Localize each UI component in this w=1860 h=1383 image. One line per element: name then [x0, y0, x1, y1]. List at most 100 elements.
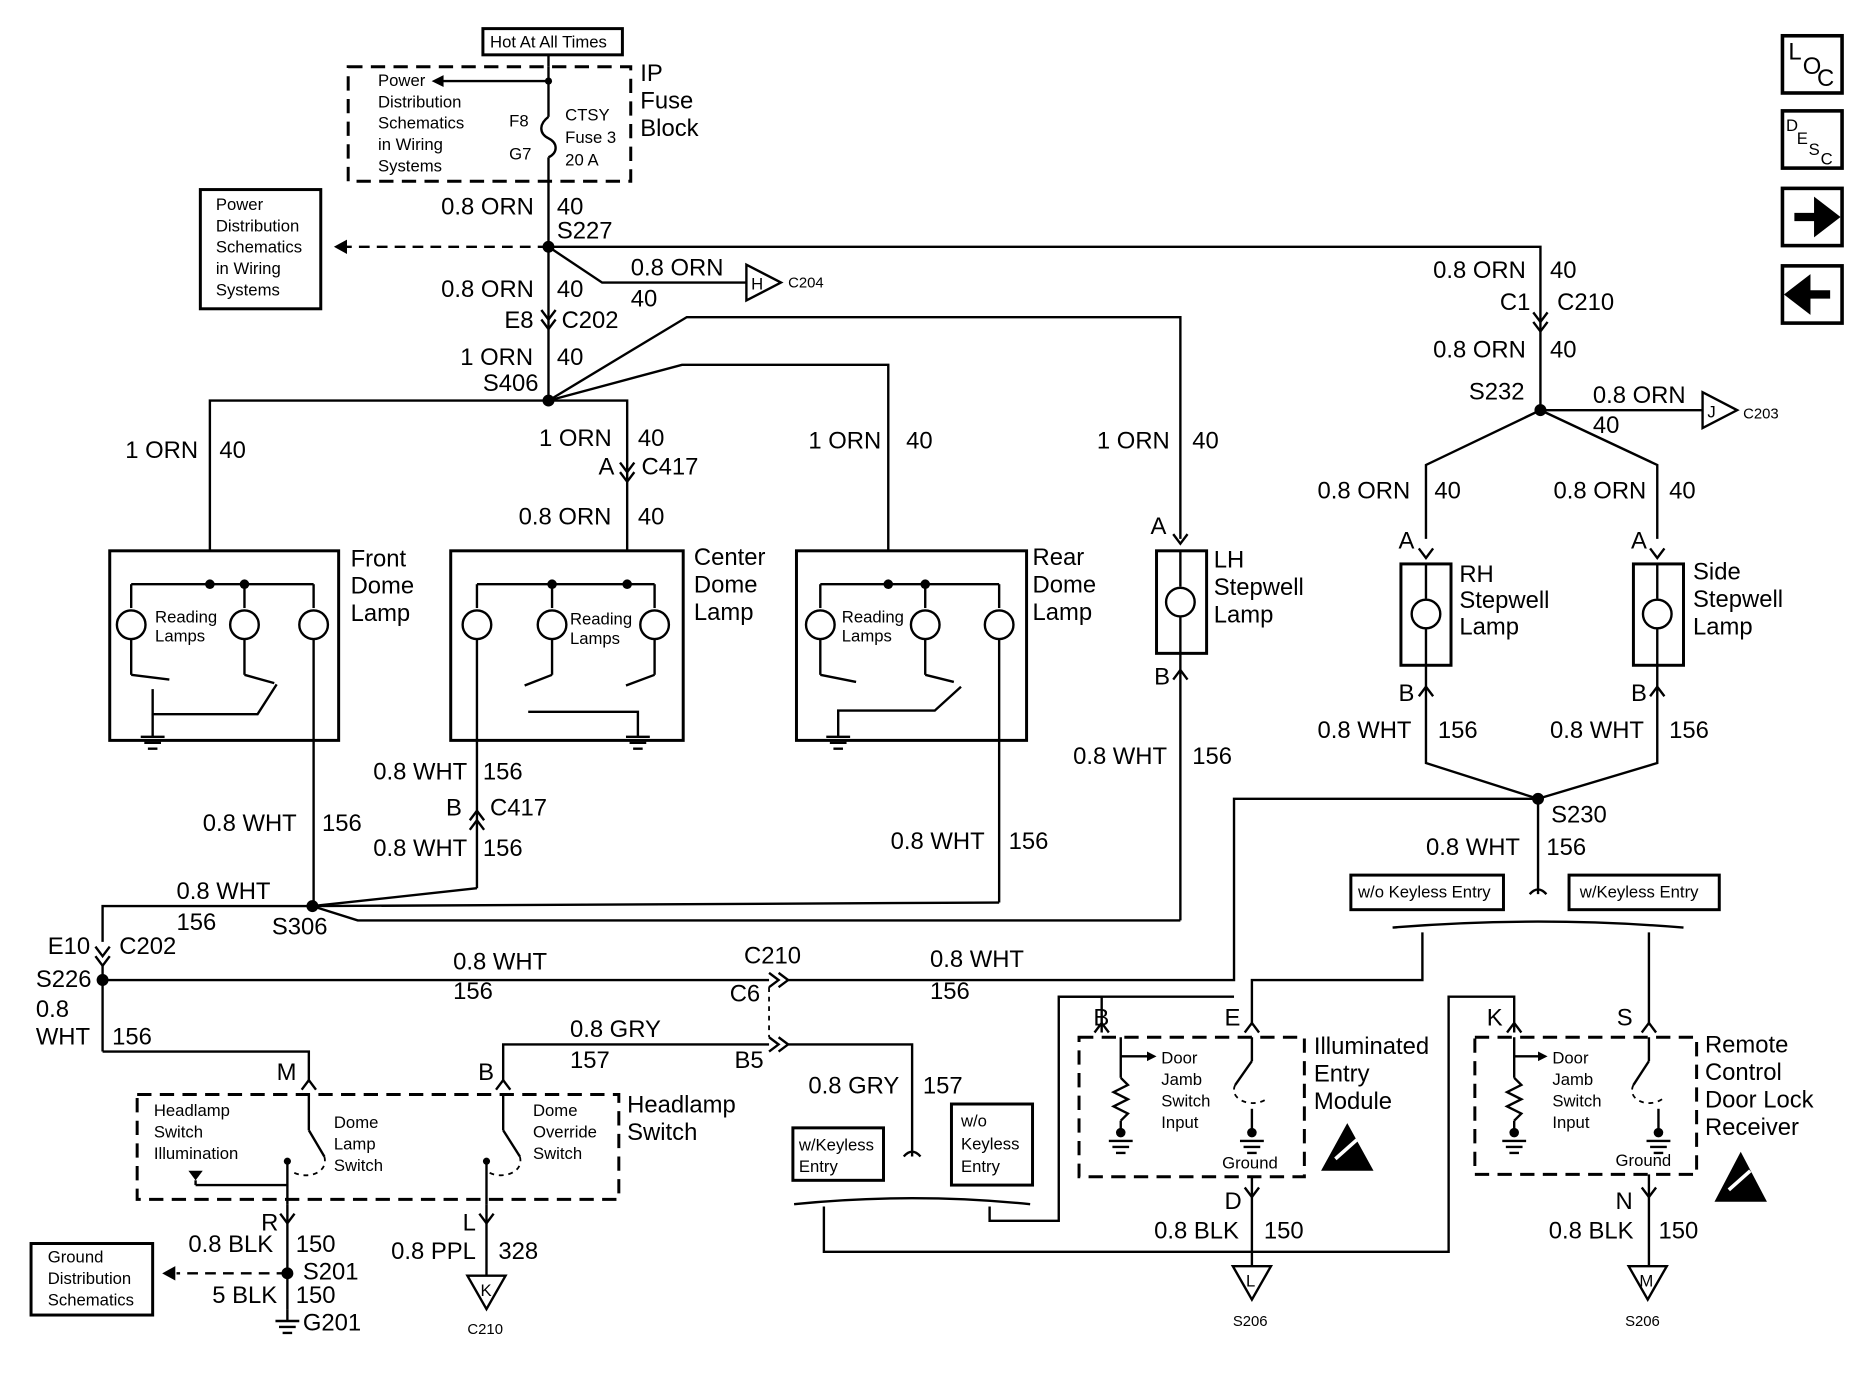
svg-text:0.8 GRY: 0.8 GRY: [808, 1072, 899, 1099]
svg-text:0.8 PPL: 0.8 PPL: [391, 1238, 476, 1265]
svg-text:S201: S201: [303, 1258, 359, 1285]
svg-text:Schematics: Schematics: [216, 238, 302, 257]
svg-text:40: 40: [631, 285, 658, 312]
svg-text:Distribution: Distribution: [48, 1269, 131, 1288]
loc-button[interactable]: L O C: [1780, 33, 1844, 95]
svg-text:40: 40: [557, 194, 584, 221]
svg-text:S: S: [1617, 1004, 1633, 1031]
svg-text:in Wiring: in Wiring: [378, 135, 443, 154]
svg-text:40: 40: [638, 425, 665, 452]
next-page-button[interactable]: [1780, 186, 1844, 248]
svg-text:IP: IP: [640, 60, 663, 87]
svg-text:156: 156: [930, 978, 970, 1005]
svg-text:156: 156: [1669, 717, 1709, 744]
svg-text:L: L: [463, 1209, 476, 1236]
svg-text:0.8 ORN: 0.8 ORN: [1433, 257, 1526, 284]
svg-text:40: 40: [219, 437, 246, 464]
svg-text:Jamb: Jamb: [1161, 1070, 1202, 1089]
svg-text:Switch: Switch: [334, 1156, 383, 1175]
svg-text:D: D: [1224, 1188, 1241, 1215]
prev-page-button[interactable]: [1780, 264, 1844, 325]
svg-text:F8: F8: [509, 111, 528, 130]
svg-text:A: A: [599, 454, 615, 481]
svg-text:1 ORN: 1 ORN: [460, 344, 533, 371]
svg-text:w/Keyless: w/Keyless: [798, 1136, 874, 1155]
connector-flag-m: [1626, 1264, 1669, 1302]
connector-flag-l: [1230, 1264, 1274, 1302]
headlamp-switch-box: [135, 1092, 621, 1201]
svg-text:Block: Block: [640, 115, 698, 142]
ground-distribution-box: [29, 1242, 155, 1317]
svg-text:E: E: [1224, 1004, 1240, 1031]
svg-text:S226: S226: [36, 966, 92, 993]
svg-text:Lamp: Lamp: [1459, 613, 1519, 640]
desc-button[interactable]: D E S C: [1780, 109, 1844, 170]
svg-text:M: M: [277, 1059, 297, 1086]
svg-text:S230: S230: [1551, 802, 1607, 829]
svg-text:0.8 ORN: 0.8 ORN: [1554, 477, 1647, 504]
svg-text:Stepwell: Stepwell: [1459, 587, 1549, 614]
svg-text:C210: C210: [467, 1322, 503, 1338]
svg-text:WHT: WHT: [36, 1023, 91, 1050]
svg-text:156: 156: [322, 810, 362, 837]
svg-text:C6: C6: [730, 980, 760, 1007]
svg-text:LH: LH: [1214, 547, 1244, 574]
svg-text:0.8 WHT: 0.8 WHT: [1426, 834, 1520, 861]
svg-text:1 ORN: 1 ORN: [1097, 427, 1170, 454]
arrow-right-icon: [1794, 196, 1841, 238]
svg-text:1 ORN: 1 ORN: [808, 427, 881, 454]
svg-text:Ground: Ground: [48, 1248, 104, 1267]
svg-text:A: A: [1399, 527, 1415, 554]
svg-text:Dome: Dome: [334, 1113, 379, 1132]
svg-text:156: 156: [483, 835, 523, 862]
svg-text:Keyless: Keyless: [961, 1134, 1019, 1153]
svg-text:156: 156: [177, 909, 217, 936]
svg-text:0.8 WHT: 0.8 WHT: [373, 835, 467, 862]
svg-text:0.8 WHT: 0.8 WHT: [203, 810, 297, 837]
svg-text:Side: Side: [1693, 558, 1741, 585]
front-dome-lamp: Reading Lamps: [108, 549, 341, 750]
svg-text:Dome: Dome: [1033, 572, 1097, 599]
svg-text:in Wiring: in Wiring: [216, 259, 281, 278]
svg-text:1 ORN: 1 ORN: [539, 425, 612, 452]
svg-text:0.8 WHT: 0.8 WHT: [930, 946, 1024, 973]
svg-text:40: 40: [1434, 477, 1461, 504]
connector-flag-k: [465, 1274, 508, 1312]
svg-text:156: 156: [1438, 717, 1478, 744]
svg-text:156: 156: [112, 1023, 152, 1050]
svg-text:Systems: Systems: [216, 281, 280, 300]
svg-text:156: 156: [1546, 834, 1586, 861]
svg-text:Reading: Reading: [842, 607, 904, 626]
svg-text:Lamp: Lamp: [351, 600, 411, 627]
svg-text:156: 156: [453, 978, 493, 1005]
arrow-left-icon: [1783, 274, 1831, 315]
svg-text:Door: Door: [1161, 1048, 1198, 1067]
svg-text:0.8 ORN: 0.8 ORN: [1433, 337, 1526, 364]
svg-text:Stepwell: Stepwell: [1214, 574, 1304, 601]
svg-text:Schematics: Schematics: [378, 114, 464, 133]
fuse-symbol: [540, 115, 557, 159]
svg-text:C210: C210: [744, 942, 801, 969]
svg-text:A: A: [1631, 527, 1647, 554]
svg-text:Module: Module: [1314, 1088, 1392, 1115]
hot-at-all-times-label: Hot At All Times: [490, 33, 607, 52]
svg-text:156: 156: [1192, 743, 1232, 770]
svg-text:Input: Input: [1552, 1113, 1589, 1132]
svg-text:150: 150: [1264, 1218, 1304, 1245]
svg-text:Input: Input: [1161, 1113, 1198, 1132]
svg-text:0.8 ORN: 0.8 ORN: [441, 194, 534, 221]
svg-text:Reading: Reading: [155, 607, 217, 626]
illuminated-entry-module-box: [1077, 1035, 1306, 1179]
svg-text:C417: C417: [641, 454, 698, 481]
svg-text:w/o Keyless Entry: w/o Keyless Entry: [1357, 883, 1491, 902]
svg-text:B: B: [1093, 1004, 1109, 1031]
svg-text:Center: Center: [694, 544, 766, 571]
svg-text:Fuse: Fuse: [640, 87, 693, 114]
svg-text:Dome: Dome: [351, 573, 415, 600]
svg-text:C210: C210: [1557, 289, 1614, 316]
svg-text:RH: RH: [1459, 561, 1493, 588]
svg-text:C204: C204: [788, 275, 824, 291]
svg-text:40: 40: [906, 427, 933, 454]
svg-text:Illumination: Illumination: [154, 1144, 238, 1163]
